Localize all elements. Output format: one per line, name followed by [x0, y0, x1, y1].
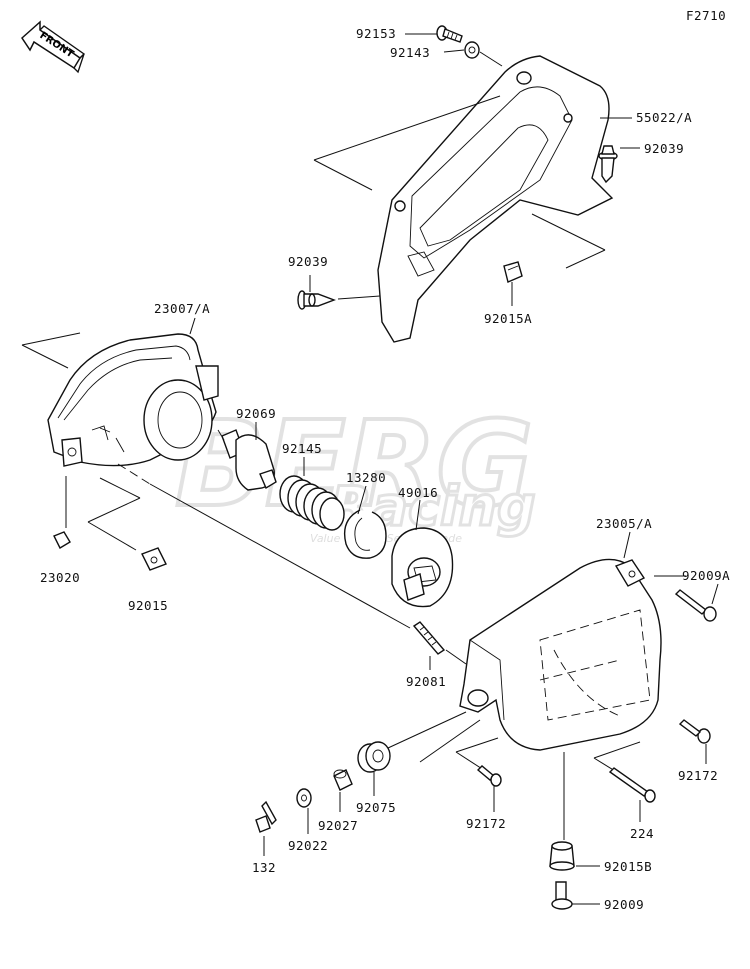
bolt-132-drawing: [255, 800, 277, 833]
spring-92145-drawing: [279, 475, 345, 531]
part-label-23007a: 23007/A: [154, 301, 210, 316]
part-label-92009: 92009: [604, 897, 644, 912]
screw-92009a-drawing: [674, 589, 717, 622]
nut-92015-drawing: [141, 547, 167, 571]
screw-92172-right-drawing: [678, 719, 711, 744]
ring-13280-drawing: [343, 509, 387, 559]
part-label-13280: 13280: [346, 470, 386, 485]
part-label-92143: 92143: [390, 45, 430, 60]
stud-92081-drawing: [412, 621, 446, 655]
figure-code: F2710: [686, 8, 726, 23]
grommet-92143-drawing: [464, 41, 480, 59]
part-label-132: 132: [252, 860, 276, 875]
part-label-92145: 92145: [282, 441, 322, 456]
part-label-224: 224: [630, 826, 654, 841]
cover-55022a-drawing: [377, 55, 614, 343]
part-label-92022: 92022: [288, 838, 328, 853]
part-label-92015b: 92015B: [604, 859, 652, 874]
part-label-55022a: 55022/A: [636, 110, 692, 125]
part-label-92009a: 92009A: [682, 568, 730, 583]
part-label-23005a: 23005/A: [596, 516, 652, 531]
bolt-224-drawing: [608, 767, 656, 803]
bolt-92153-drawing: [436, 25, 463, 43]
part-label-92027: 92027: [318, 818, 358, 833]
clip-23020-drawing: [53, 531, 71, 549]
part-label-92153: 92153: [356, 26, 396, 41]
nut-92015a-drawing: [503, 261, 523, 283]
part-label-92172-center: 92172: [466, 816, 506, 831]
clip-92039-right-drawing: [598, 145, 618, 184]
front-arrow-icon: FRONT: [21, 20, 86, 74]
part-label-92039-right: 92039: [644, 141, 684, 156]
washer-92022-drawing: [296, 788, 312, 808]
part-label-92081: 92081: [406, 674, 446, 689]
collar-92027-drawing: [333, 769, 353, 791]
part-label-92075: 92075: [356, 800, 396, 815]
headlight-23007a-drawing: [47, 333, 219, 467]
screw-92172-center-drawing: [476, 765, 502, 787]
grommet-92075-drawing: [357, 741, 391, 773]
part-label-92172-right: 92172: [678, 768, 718, 783]
part-label-92069: 92069: [236, 406, 276, 421]
part-labels: 92153 92143 55022/A 92039 92039 92015A 2…: [40, 26, 730, 912]
part-label-49016: 49016: [398, 485, 438, 500]
part-label-92015: 92015: [128, 598, 168, 613]
part-label-92039-left: 92039: [288, 254, 328, 269]
case-23005a-drawing: [459, 558, 662, 751]
clip-92039-left-drawing: [297, 290, 336, 310]
socket-49016-drawing: [391, 527, 454, 608]
part-label-92015a: 92015A: [484, 311, 532, 326]
part-label-23020: 23020: [40, 570, 80, 585]
watermark-brand: BERG: [175, 395, 533, 533]
screw-92009-drawing: [551, 881, 573, 910]
collar-92015b-drawing: [549, 841, 575, 871]
bulb-92069-drawing: [217, 429, 277, 491]
